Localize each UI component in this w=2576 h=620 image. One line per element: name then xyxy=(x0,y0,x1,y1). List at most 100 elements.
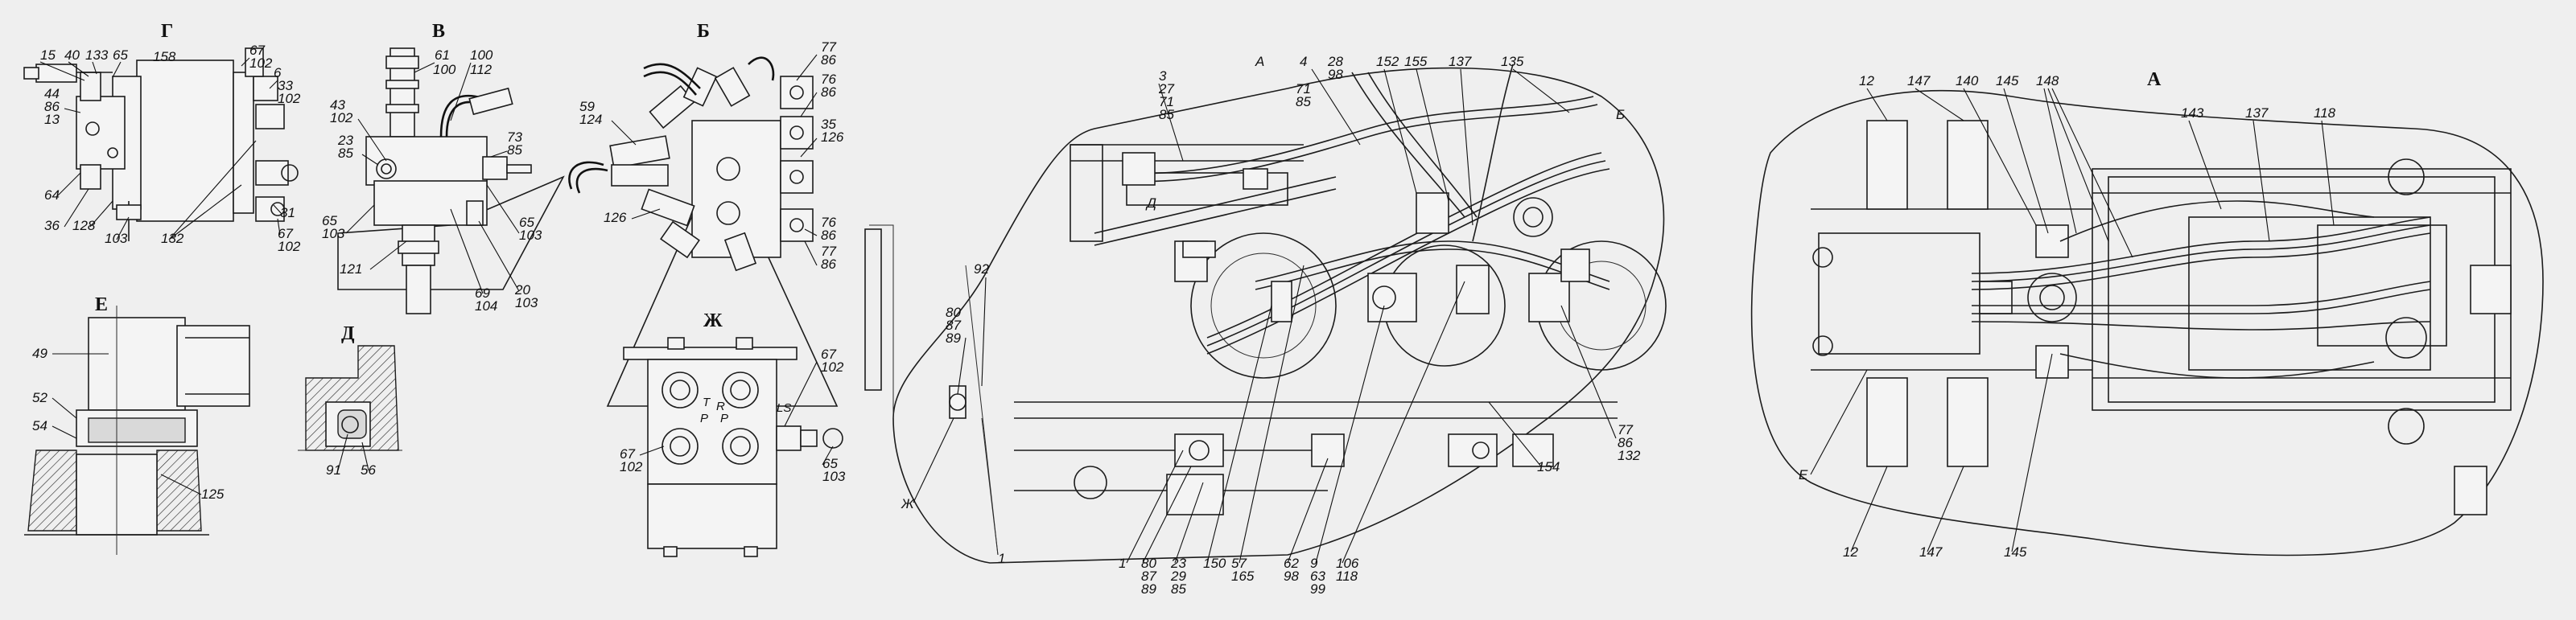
label: 103 xyxy=(105,231,128,246)
label: 29 xyxy=(1170,569,1186,584)
view-v-labels: 61 100 100 112 43 102 73 85 23 85 65 103… xyxy=(322,47,542,314)
label: R xyxy=(716,400,725,413)
label: 15 xyxy=(40,47,56,63)
label: 27 xyxy=(1158,81,1174,96)
label: 140 xyxy=(1956,73,1979,88)
view-zh: Ж 67 102 T P P R LS 67 102 65 103 xyxy=(620,310,846,557)
label: 104 xyxy=(475,298,497,314)
label: 143 xyxy=(2181,105,2204,121)
label: 65 xyxy=(322,213,337,228)
view-e-title: Е xyxy=(95,294,108,315)
label: 57 xyxy=(1231,556,1247,571)
label: 145 xyxy=(2004,544,2027,560)
view-g-labels: 15 40 133 65 67 102 158 44 86 13 6 33 10… xyxy=(39,43,301,254)
label: 23 xyxy=(1170,556,1186,571)
label: 148 xyxy=(2036,73,2059,88)
label: 36 xyxy=(44,218,60,233)
label: 132 xyxy=(161,231,184,246)
view-b-labels: 77 86 59 124 76 86 35 126 126 76 86 77 8… xyxy=(579,39,844,272)
label: 165 xyxy=(1231,569,1255,584)
label: 133 xyxy=(85,47,109,63)
label: P xyxy=(720,412,728,425)
label: 62 xyxy=(1284,556,1299,571)
label: 126 xyxy=(821,129,844,145)
label: 124 xyxy=(579,112,602,127)
view-d-labels: 91 56 xyxy=(326,433,376,478)
label: 118 xyxy=(1336,569,1358,584)
view-g-title: Г xyxy=(161,21,173,42)
label: 80 xyxy=(1141,556,1156,571)
view-d-title: Д xyxy=(341,323,355,344)
label: 28 xyxy=(1327,54,1343,69)
label: 1 xyxy=(998,551,1005,566)
label: 31 xyxy=(280,205,295,220)
label: 92 xyxy=(974,261,989,277)
view-e: Е 49 52 54 125 xyxy=(24,294,250,555)
label: T xyxy=(703,396,711,409)
label: 85 xyxy=(1171,581,1186,597)
label: 102 xyxy=(278,91,301,106)
label: 9 xyxy=(1310,556,1318,571)
label: 67 xyxy=(821,347,836,362)
label: 102 xyxy=(821,359,844,375)
label: Е xyxy=(1799,467,1808,482)
label: 103 xyxy=(322,226,345,241)
label: LS xyxy=(777,401,791,415)
label: 86 xyxy=(1618,435,1633,450)
label: 73 xyxy=(507,129,522,145)
label: 91 xyxy=(326,462,341,478)
view-b: Б 77 86 59 124 76 8 xyxy=(568,21,844,407)
label: 67 xyxy=(249,43,265,58)
view-a: А 12 xyxy=(1750,69,2544,560)
label: 40 xyxy=(64,47,80,63)
label: 77 xyxy=(821,244,836,259)
label: 85 xyxy=(1296,94,1311,109)
label: 85 xyxy=(507,142,522,158)
label: 71 xyxy=(1159,94,1174,109)
label: 99 xyxy=(1310,581,1325,597)
view-a-labels: 12 147 140 145 148 143 137 118 Е 12 147 … xyxy=(1799,73,2336,560)
label: 154 xyxy=(1537,459,1560,474)
view-zh-title: Ж xyxy=(703,310,723,331)
label: 106 xyxy=(1336,556,1359,571)
label: 12 xyxy=(1843,544,1858,560)
label: 77 xyxy=(1618,422,1633,437)
label: 87 xyxy=(946,318,961,333)
view-e-labels: 49 52 54 125 xyxy=(32,346,225,502)
label: 118 xyxy=(2314,105,2336,121)
label: 150 xyxy=(1203,556,1226,571)
view-d: Д 91 56 xyxy=(298,323,402,478)
label: 71 xyxy=(1296,81,1311,96)
label: 112 xyxy=(470,62,493,77)
label: 137 xyxy=(1449,54,1472,69)
view-zh-labels: 67 102 T P P R LS 67 102 65 103 xyxy=(620,347,846,484)
label: 65 xyxy=(519,215,534,230)
label: 125 xyxy=(201,487,225,502)
label: Д xyxy=(1145,195,1156,211)
label: 86 xyxy=(821,84,836,100)
label: 44 xyxy=(44,86,60,101)
label: 3 xyxy=(1159,68,1167,84)
label: 87 xyxy=(1141,569,1156,584)
main-view: А Д 3 27 71 85 4 28 98 71 85 152 155 137… xyxy=(864,54,1667,597)
label: 86 xyxy=(821,228,836,243)
label: 103 xyxy=(519,228,542,243)
label: 12 xyxy=(1859,73,1874,88)
label: 67 xyxy=(620,446,635,462)
label: 49 xyxy=(32,346,47,361)
label: А xyxy=(1255,54,1264,69)
label: 13 xyxy=(44,112,60,127)
label: 33 xyxy=(278,78,293,93)
label: 61 xyxy=(435,47,450,63)
label: 35 xyxy=(821,117,836,132)
label: Ж xyxy=(901,496,915,511)
label: 6 xyxy=(274,65,282,80)
main-view-labels: А Д 3 27 71 85 4 28 98 71 85 152 155 137… xyxy=(901,54,1641,597)
label: 132 xyxy=(1618,448,1641,463)
label: 67 xyxy=(278,226,293,241)
label: 121 xyxy=(340,261,362,277)
label: 100 xyxy=(470,47,493,63)
label: 103 xyxy=(515,295,538,310)
label: 85 xyxy=(338,146,353,161)
label: 76 xyxy=(821,215,836,230)
